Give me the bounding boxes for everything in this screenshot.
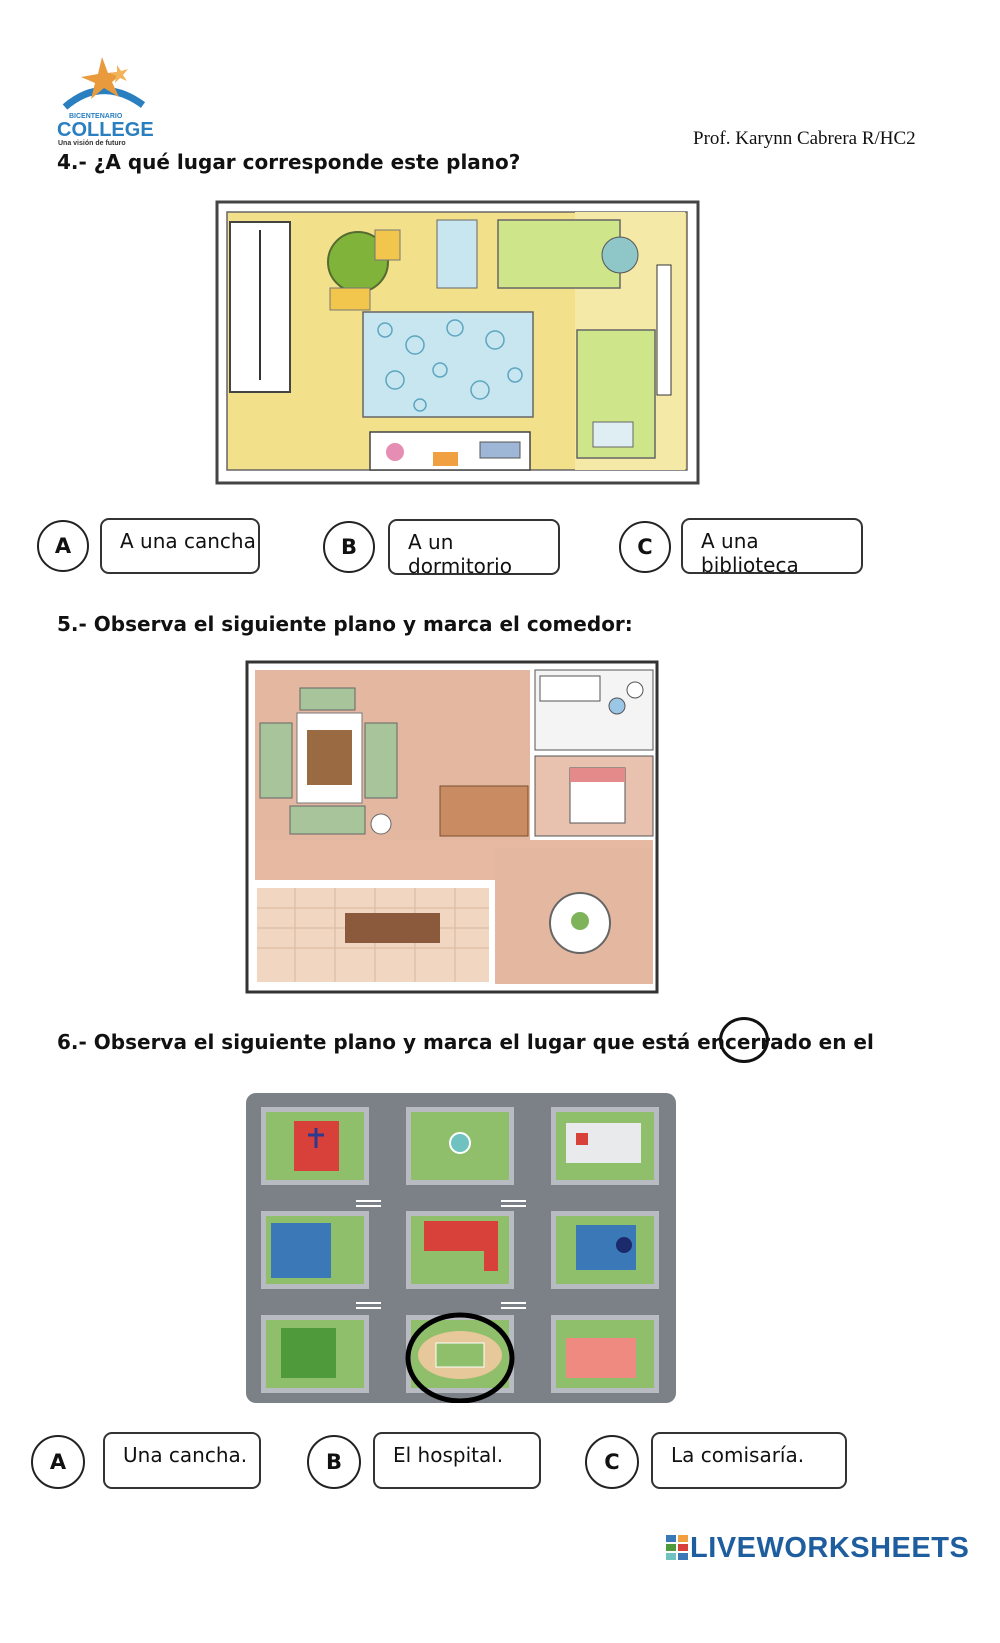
- q4-option-c-circle[interactable]: C: [619, 521, 671, 573]
- logo-top-text: BICENTENARIO: [69, 113, 123, 120]
- question-4-title: 4.- ¿A qué lugar corresponde este plano?: [57, 150, 521, 174]
- house-floor-plan: [245, 658, 665, 994]
- mark-circle-icon: [719, 1017, 769, 1063]
- q4-option-b-box[interactable]: A un dormitorio: [388, 519, 560, 578]
- logo-tagline: Una visión de futuro: [58, 140, 126, 147]
- liveworksheets-grid-icon: [666, 1535, 688, 1560]
- question-5-title: 5.- Observa el siguiente plano y marca e…: [57, 612, 633, 636]
- liveworksheets-logo: LIVEWORKSHEETS: [666, 1531, 969, 1565]
- q4-option-c-box[interactable]: A una biblioteca: [681, 518, 863, 577]
- star-logo-icon: [62, 57, 146, 110]
- bedroom-floor-plan: [215, 200, 700, 485]
- q4-option-b-circle[interactable]: B: [323, 521, 375, 573]
- q4-option-a-box[interactable]: A una cancha: [100, 518, 260, 574]
- q6-option-c-box[interactable]: La comisaría.: [651, 1432, 847, 1489]
- liveworksheets-text: LIVEWORKSHEETS: [690, 1531, 970, 1564]
- q4-option-a-circle[interactable]: A: [37, 520, 89, 572]
- city-map: [246, 1093, 676, 1404]
- teacher-name: Prof. Karynn Cabrera R/HC2: [693, 128, 916, 149]
- q6-option-a-circle[interactable]: A: [31, 1435, 85, 1489]
- logo-main-text: COLLEGE: [57, 119, 154, 141]
- q6-option-b-box[interactable]: El hospital.: [373, 1432, 541, 1489]
- q6-option-c-circle[interactable]: C: [585, 1435, 639, 1489]
- school-logo: BICENTENARIO COLLEGE Una visión de futur…: [55, 55, 154, 147]
- q6-option-b-circle[interactable]: B: [307, 1435, 361, 1489]
- q6-option-a-box[interactable]: Una cancha.: [103, 1432, 261, 1489]
